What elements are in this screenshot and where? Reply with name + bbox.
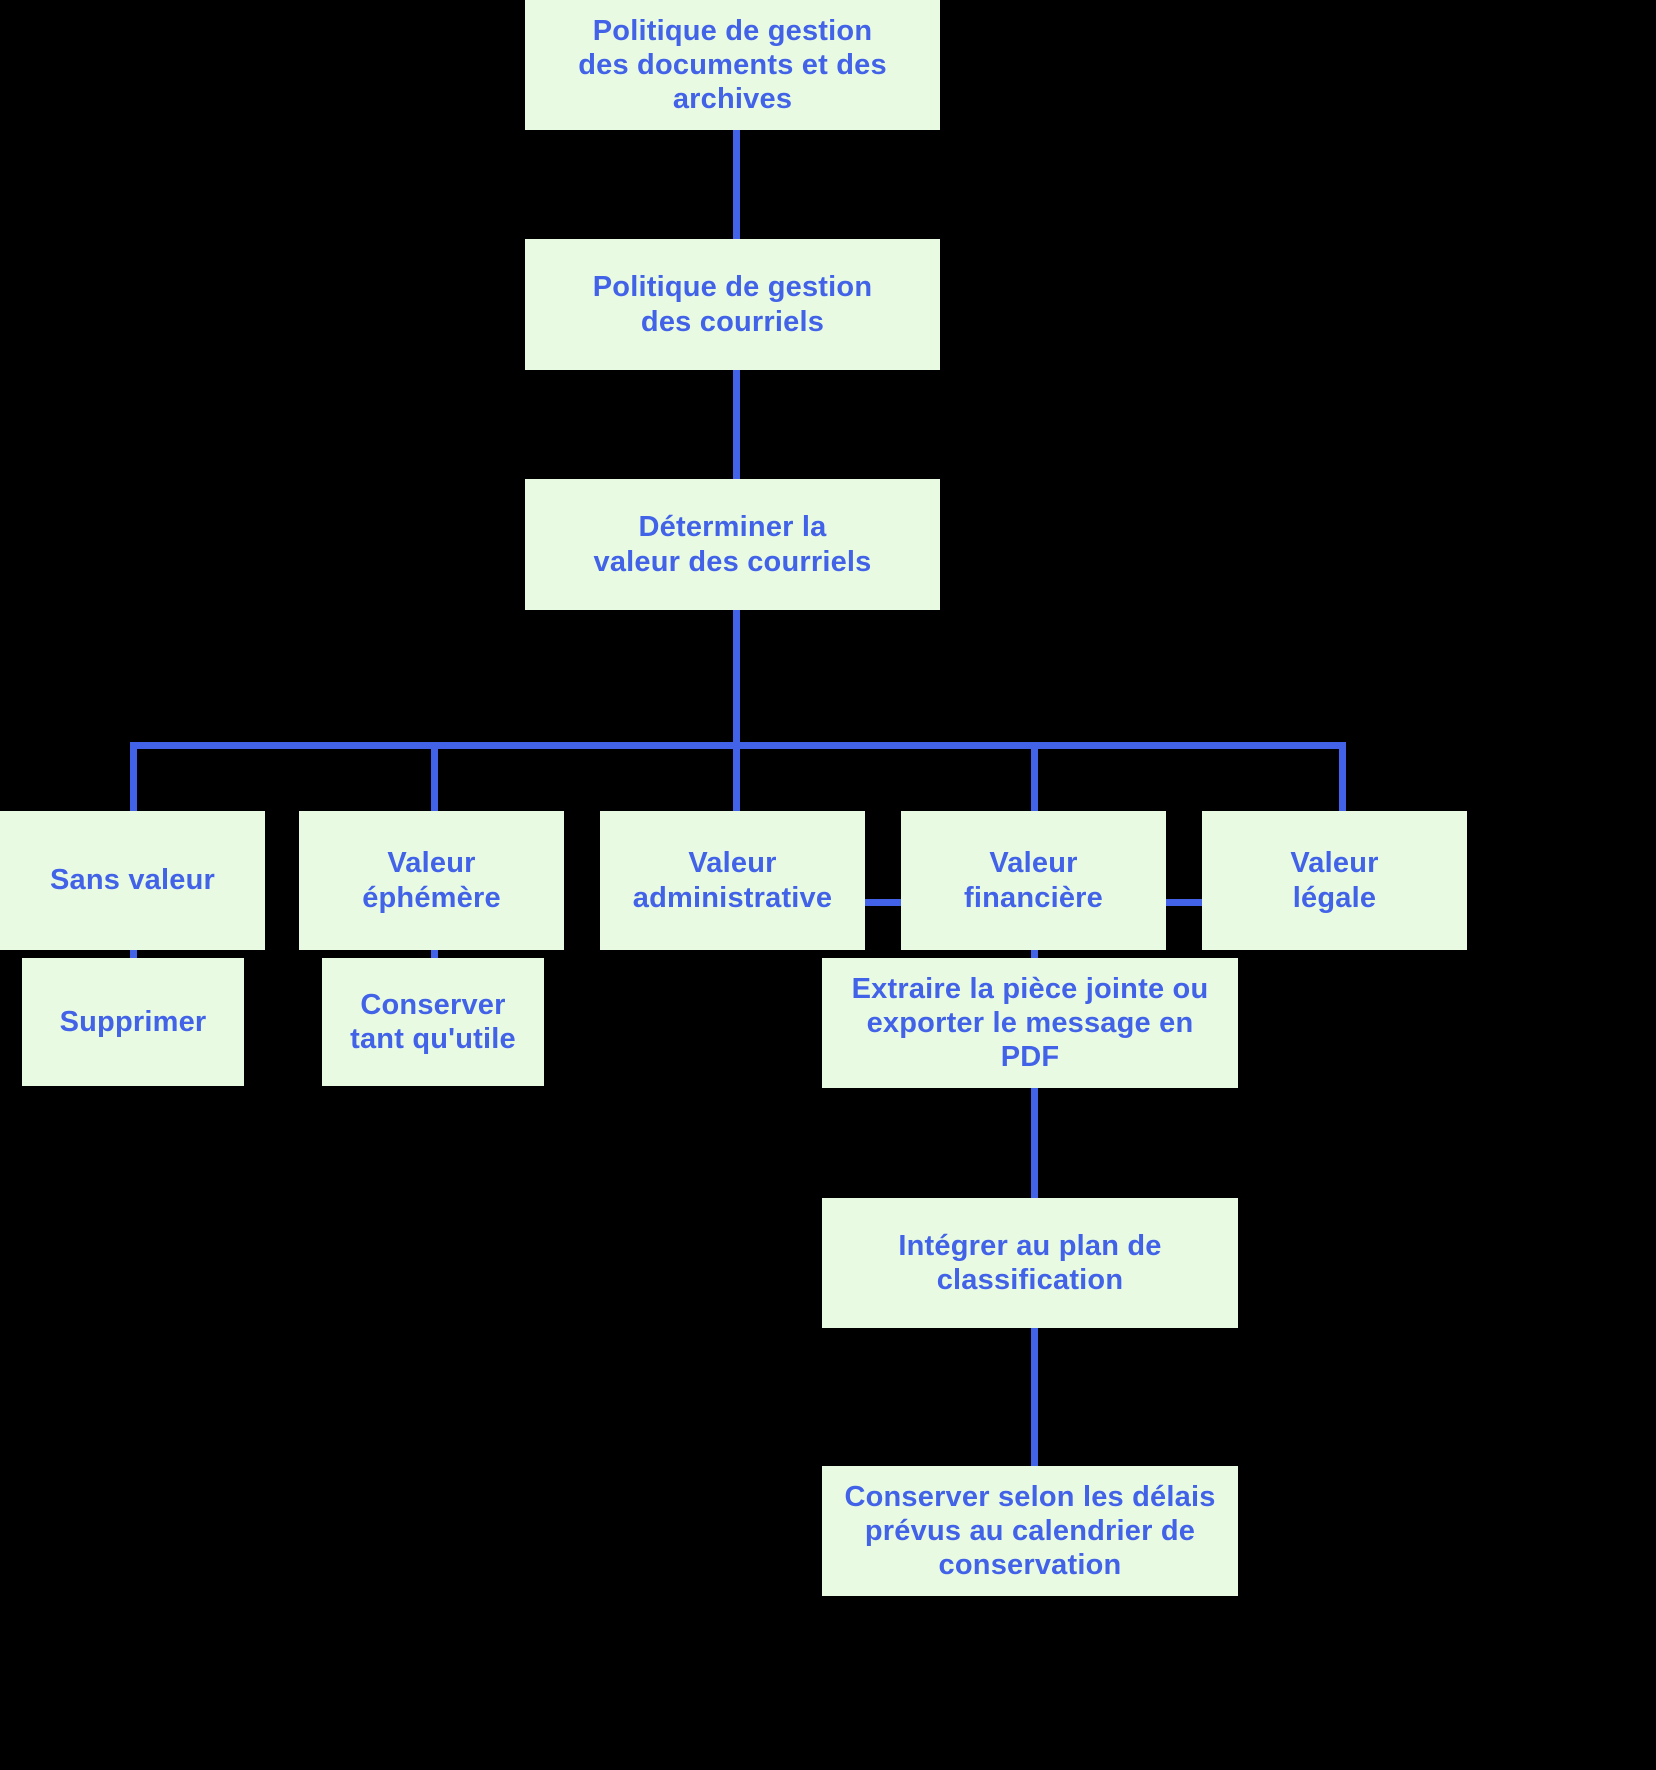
node-value-legal[interactable]: Valeur légale xyxy=(1202,811,1467,950)
node-action-extract-label: Extraire la pièce jointe ou exporter le … xyxy=(851,972,1209,1074)
node-value-administrative-label: Valeur administrative xyxy=(632,847,833,914)
edge-branch-to-value-legal xyxy=(1339,742,1346,812)
edge-policy-documents-to-policy-emails xyxy=(733,130,740,240)
node-determine-value[interactable]: Déterminer la valeur des courriels xyxy=(525,479,940,610)
node-value-ephemeral-label: Valeur éphémère xyxy=(362,847,501,914)
node-value-legal-label: Valeur légale xyxy=(1290,847,1379,914)
edge-branch-to-value-none xyxy=(130,742,137,812)
node-policy-emails[interactable]: Politique de gestion des courriels xyxy=(525,239,940,370)
node-policy-documents[interactable]: Politique de gestion des documents et de… xyxy=(525,0,940,130)
node-value-none-label: Sans valeur xyxy=(49,864,215,897)
node-value-administrative[interactable]: Valeur administrative xyxy=(600,811,865,950)
node-action-keep-useful[interactable]: Conserver tant qu'utile xyxy=(322,958,544,1086)
node-determine-value-label: Déterminer la valeur des courriels xyxy=(593,511,872,578)
node-action-extract[interactable]: Extraire la pièce jointe ou exporter le … xyxy=(822,958,1238,1088)
node-value-none[interactable]: Sans valeur xyxy=(0,811,265,950)
edge-policy-emails-to-determine-value xyxy=(733,370,740,480)
edge-branch-to-value-administrative xyxy=(733,742,740,812)
edge-determine-value-to-branch xyxy=(733,610,740,749)
node-action-classify[interactable]: Intégrer au plan de classification xyxy=(822,1198,1238,1328)
edge-classify-to-retain xyxy=(1031,1328,1038,1466)
node-action-classify-label: Intégrer au plan de classification xyxy=(898,1229,1162,1296)
node-action-delete-label: Supprimer xyxy=(59,1005,207,1038)
node-value-financial[interactable]: Valeur financière xyxy=(901,811,1166,950)
edge-extract-to-classify xyxy=(1031,1088,1038,1198)
node-action-retain[interactable]: Conserver selon les délais prévus au cal… xyxy=(822,1466,1238,1596)
node-value-financial-label: Valeur financière xyxy=(964,847,1103,914)
node-action-retain-label: Conserver selon les délais prévus au cal… xyxy=(844,1480,1216,1582)
node-policy-documents-label: Politique de gestion des documents et de… xyxy=(578,14,887,116)
edge-branch-to-value-financial xyxy=(1031,742,1038,812)
node-value-ephemeral[interactable]: Valeur éphémère xyxy=(299,811,564,950)
node-policy-emails-label: Politique de gestion des courriels xyxy=(592,271,873,338)
node-action-delete[interactable]: Supprimer xyxy=(22,958,244,1086)
edge-branch-to-value-ephemeral xyxy=(431,742,438,812)
node-action-keep-useful-label: Conserver tant qu'utile xyxy=(350,988,516,1055)
